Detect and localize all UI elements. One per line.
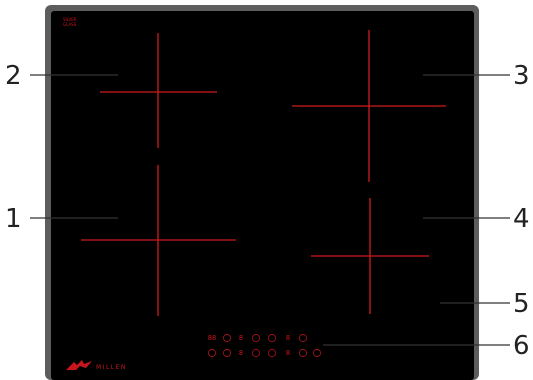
corner-text-2: GLASS xyxy=(63,22,77,27)
brand-name: MILLEN xyxy=(96,364,127,371)
control-display[interactable]: 8 xyxy=(239,349,243,357)
callout-5: 5 xyxy=(513,291,530,317)
callout-2: 2 xyxy=(5,63,22,89)
glass-surface xyxy=(51,11,474,380)
control-display[interactable]: 8 xyxy=(286,349,290,357)
callout-3: 3 xyxy=(513,63,530,89)
callout-6: 6 xyxy=(513,333,530,359)
control-display[interactable]: 8 xyxy=(239,334,243,342)
callout-1: 1 xyxy=(5,206,22,232)
control-display[interactable]: 8 xyxy=(286,334,290,342)
control-display[interactable]: 88 xyxy=(208,334,216,342)
callout-4: 4 xyxy=(513,206,530,232)
